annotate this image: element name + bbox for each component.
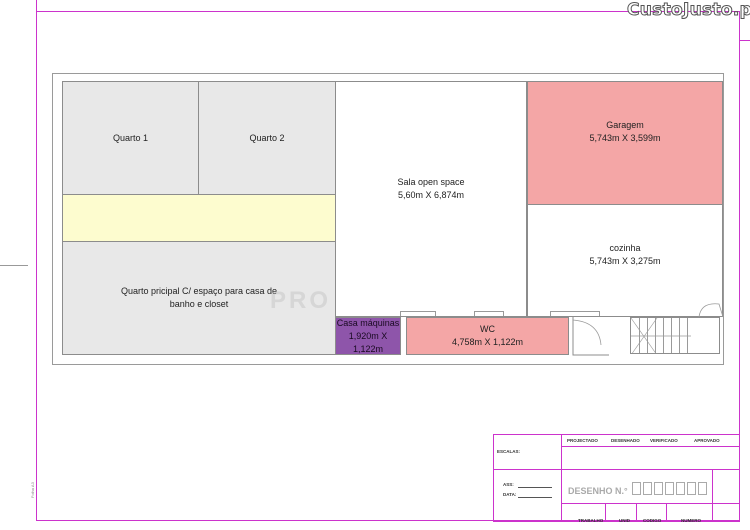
- title-block-divider: [605, 503, 606, 522]
- trabalho-label: TRABALHO: [578, 518, 604, 523]
- title-block-divider: [561, 503, 740, 504]
- room-sala-open-space: Sala open space 5,60m X 6,874m: [335, 81, 527, 317]
- room-casa-maquinas-dimensions: 1,920m X 1,122m: [348, 330, 388, 354]
- desenho-digit-box: [654, 482, 663, 495]
- room-garagem-label: Garagem: [606, 120, 644, 130]
- room-cozinha-dimensions: 5,743m X 3,275m: [589, 255, 661, 266]
- room-quarto-1-label: Quarto 1: [112, 132, 149, 143]
- desenho-digit-box: [665, 482, 674, 495]
- entrance-door-arcs: [572, 303, 724, 356]
- room-hallway: [62, 194, 336, 242]
- door-mark-1: [400, 311, 436, 316]
- stair-step: [655, 318, 656, 353]
- desenho-digit-box: [643, 482, 652, 495]
- room-garagem: Garagem 5,743m X 3,599m: [527, 81, 723, 205]
- room-quarto-principal-label-2: banho e closet: [169, 299, 229, 309]
- door-mark-3: [550, 311, 600, 316]
- title-block-divider: [666, 503, 667, 522]
- room-casa-maquinas-label: Casa máquinas: [336, 317, 400, 328]
- title-block-divider: [636, 503, 637, 522]
- desenho-digit-box: [698, 482, 707, 495]
- title-block-divider: [493, 469, 561, 470]
- drawing-sheet-border: [36, 11, 740, 521]
- watermark: PRO: [270, 287, 332, 314]
- site-logo[interactable]: CustoJusto.pt: [627, 0, 750, 21]
- stair-step: [663, 318, 664, 353]
- room-garagem-dimensions: 5,743m X 3,599m: [589, 133, 661, 143]
- data-label: DATA:: [503, 492, 517, 497]
- stair-direction-arrow: [631, 318, 691, 353]
- ass-field-line: [518, 487, 552, 488]
- left-ruler-mark: [0, 265, 28, 266]
- door-mark-2: [474, 311, 504, 316]
- room-quarto-principal: Quarto pricipal C/ espaço para casa de b…: [62, 241, 336, 355]
- sheet-top-tick: [36, 0, 37, 11]
- stair-step: [679, 318, 680, 353]
- desenho-digit-box: [632, 482, 641, 495]
- projectado-label: PROJECTADO: [567, 438, 598, 443]
- room-sala-dimensions: 5,60m X 6,874m: [397, 190, 465, 200]
- stair-step: [671, 318, 672, 353]
- room-casa-maquinas: Casa máquinas 1,920m X 1,122m: [335, 317, 401, 355]
- room-quarto-2-label: Quarto 2: [249, 132, 285, 143]
- room-sala-label: Sala open space: [397, 177, 465, 187]
- unid-label: UNID: [619, 518, 630, 523]
- room-quarto-principal-label-1: Quarto pricipal C/ espaço para casa de: [120, 286, 278, 296]
- stair-step: [639, 318, 640, 353]
- title-block: [493, 434, 740, 522]
- staircase: [630, 317, 720, 354]
- desenho-digit-box: [676, 482, 685, 495]
- room-quarto-1: Quarto 1: [62, 81, 199, 195]
- title-block-divider: [561, 469, 740, 470]
- desenhado-label: DESENHADO: [611, 438, 640, 443]
- desenho-digit-box: [687, 482, 696, 495]
- room-cozinha: cozinha 5,743m X 3,275m: [527, 204, 723, 317]
- room-wc-dimensions: 4,758m X 1,122m: [451, 337, 524, 347]
- title-block-divider: [561, 434, 562, 522]
- desenho-number-label: DESENHO N.°: [568, 486, 628, 496]
- verificado-label: VERIFICADO: [650, 438, 678, 443]
- room-wc-label: WC: [479, 324, 495, 334]
- room-quarto-2: Quarto 2: [198, 81, 336, 195]
- right-ruler-mark: [740, 40, 750, 41]
- codigo-label: CODIGO: [643, 518, 662, 523]
- room-wc: WC 4,758m X 1,122m: [406, 317, 569, 355]
- escalas-label: ESCALAS:: [497, 449, 521, 454]
- ass-label: ASS:: [503, 482, 514, 487]
- stair-step: [687, 318, 688, 353]
- title-block-divider: [561, 446, 740, 447]
- data-field-line: [518, 497, 552, 498]
- room-cozinha-label: cozinha: [609, 242, 641, 253]
- stair-step: [647, 318, 648, 353]
- numero-label: NUMERO: [681, 518, 701, 523]
- sheet-side-note: Folha A3: [30, 482, 35, 498]
- aprovado-label: APROVADO: [694, 438, 720, 443]
- title-block-divider: [712, 469, 713, 522]
